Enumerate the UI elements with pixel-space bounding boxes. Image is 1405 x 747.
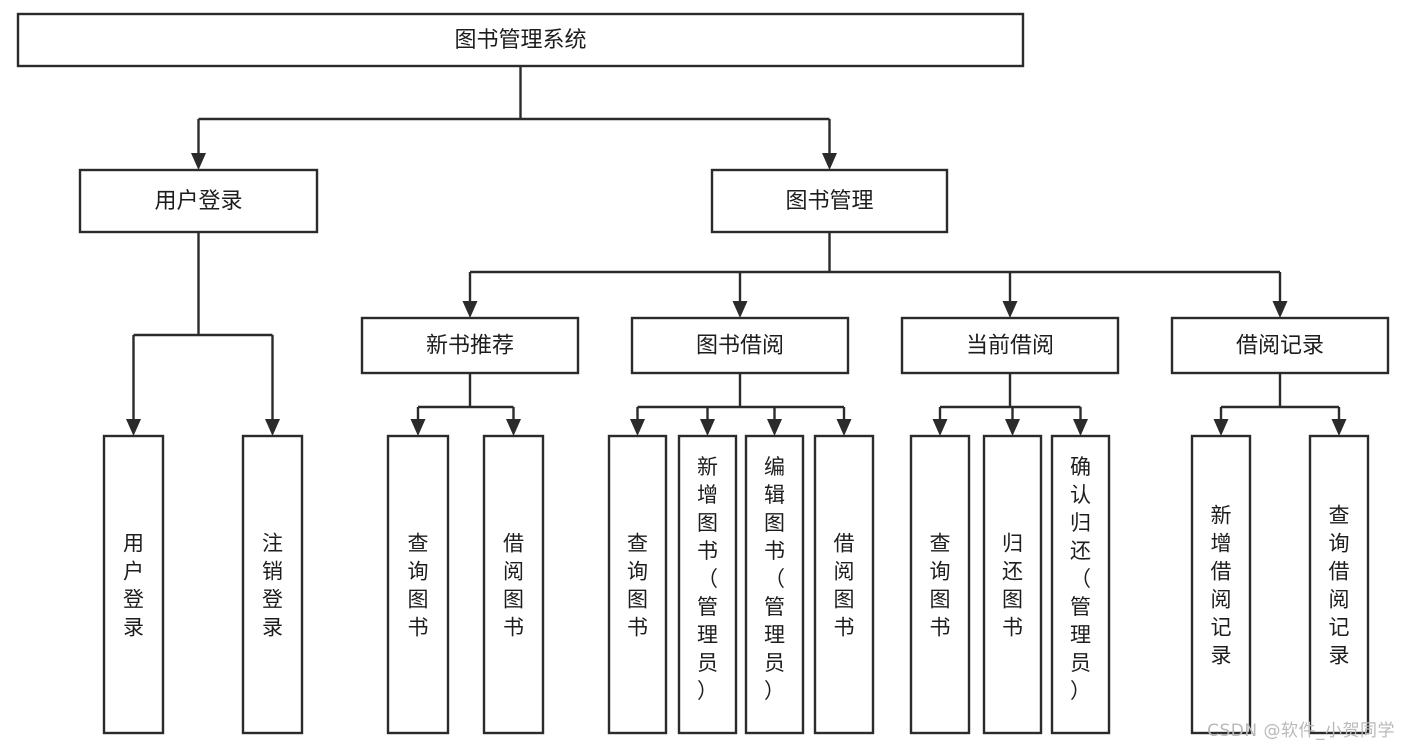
- node-layer: 图书管理系统用户登录图书管理新书推荐图书借阅当前借阅借阅记录用户登录注销登录查询…: [16, 12, 1390, 735]
- node-label-leaf-edit-book: 编辑图书（管理员）: [764, 455, 785, 703]
- node-label-leaf-user-login: 用户登录: [123, 531, 144, 639]
- node-label-leaf-return-book: 归还图书: [1002, 531, 1023, 639]
- node-label-leaf-query-record: 查询借阅记录: [1329, 503, 1350, 667]
- node-label-user-login: 用户登录: [154, 189, 242, 214]
- node-box-leaf-query-book-2: [607, 434, 668, 735]
- node-label-leaf-query-book-3: 查询图书: [930, 531, 951, 639]
- node-leaf-borrow-book-1[interactable]: 借阅图书: [482, 434, 545, 735]
- arrow-head-icon: [700, 419, 715, 436]
- node-label-leaf-query-book-1: 查询图书: [408, 531, 429, 639]
- node-borrow-record[interactable]: 借阅记录: [1170, 316, 1390, 375]
- node-box-leaf-query-record: [1308, 434, 1370, 735]
- edge-layer: [126, 66, 1347, 436]
- node-leaf-add-record[interactable]: 新增借阅记录: [1190, 434, 1252, 735]
- arrow-head-icon: [836, 419, 852, 436]
- connector-new-book-rec: [410, 373, 521, 436]
- node-box-current-borrow: [900, 316, 1120, 375]
- arrow-head-icon: [1272, 301, 1288, 318]
- node-box-leaf-logout: [241, 434, 304, 735]
- node-box-leaf-borrow-book-1: [482, 434, 545, 735]
- node-label-borrow-record: 借阅记录: [1236, 334, 1324, 359]
- node-box-leaf-borrow-book-2: [813, 434, 875, 735]
- node-label-leaf-query-book-2: 查询图书: [627, 531, 648, 639]
- node-label-leaf-borrow-book-1: 借阅图书: [503, 531, 524, 639]
- arrow-head-icon: [822, 153, 837, 170]
- node-leaf-edit-book[interactable]: 编辑图书（管理员）: [744, 434, 805, 735]
- node-box-leaf-query-book-1: [386, 434, 450, 735]
- node-box-leaf-edit-book: [744, 434, 805, 735]
- node-book-manage[interactable]: 图书管理: [710, 168, 949, 234]
- node-box-leaf-add-book: [677, 434, 738, 735]
- arrow-head-icon: [630, 419, 645, 436]
- node-current-borrow[interactable]: 当前借阅: [900, 316, 1120, 375]
- node-label-leaf-logout: 注销登录: [262, 531, 283, 639]
- arrow-head-icon: [732, 301, 748, 318]
- arrow-head-icon: [126, 419, 141, 436]
- node-label-book-borrow: 图书借阅: [696, 334, 784, 359]
- node-label-root: 图书管理系统: [454, 28, 586, 53]
- node-label-leaf-borrow-book-2: 借阅图书: [834, 531, 855, 639]
- node-label-leaf-confirm-return: 确认归还（管理员）: [1070, 455, 1091, 703]
- node-label-leaf-add-record: 新增借阅记录: [1211, 503, 1232, 667]
- node-box-leaf-add-record: [1190, 434, 1252, 735]
- arrow-head-icon: [506, 419, 521, 436]
- arrow-head-icon: [1331, 419, 1347, 436]
- node-box-leaf-query-book-3: [909, 434, 971, 735]
- node-box-book-borrow: [630, 316, 850, 375]
- arrow-head-icon: [1213, 419, 1229, 436]
- arrow-head-icon: [1005, 419, 1020, 436]
- connector-root: [191, 66, 837, 170]
- node-leaf-query-book-3[interactable]: 查询图书: [909, 434, 971, 735]
- node-leaf-logout[interactable]: 注销登录: [241, 434, 304, 735]
- arrow-head-icon: [462, 301, 478, 318]
- node-label-new-book-rec: 新书推荐: [426, 334, 514, 359]
- connector-book-borrow: [630, 373, 852, 436]
- node-book-borrow[interactable]: 图书借阅: [630, 316, 850, 375]
- arrow-head-icon: [410, 419, 426, 436]
- node-box-leaf-user-login: [102, 434, 165, 735]
- node-box-leaf-confirm-return: [1050, 434, 1111, 735]
- node-leaf-add-book[interactable]: 新增图书（管理员）: [677, 434, 738, 735]
- node-box-new-book-rec: [360, 316, 580, 375]
- node-user-login[interactable]: 用户登录: [78, 168, 319, 234]
- node-leaf-return-book[interactable]: 归还图书: [982, 434, 1043, 735]
- node-leaf-confirm-return[interactable]: 确认归还（管理员）: [1050, 434, 1111, 735]
- arrow-head-icon: [191, 153, 206, 170]
- node-root[interactable]: 图书管理系统: [16, 12, 1025, 68]
- node-leaf-user-login[interactable]: 用户登录: [102, 434, 165, 735]
- node-leaf-query-record[interactable]: 查询借阅记录: [1308, 434, 1370, 735]
- node-leaf-borrow-book-2[interactable]: 借阅图书: [813, 434, 875, 735]
- arrow-head-icon: [265, 419, 280, 436]
- connector-borrow-record: [1213, 373, 1347, 436]
- arrow-head-icon: [932, 419, 948, 436]
- connector-book-manage: [462, 232, 1288, 318]
- connector-user-login: [126, 232, 280, 436]
- arrow-head-icon: [1002, 301, 1018, 318]
- node-new-book-rec[interactable]: 新书推荐: [360, 316, 580, 375]
- node-box-leaf-return-book: [982, 434, 1043, 735]
- node-box-root: [16, 12, 1025, 68]
- node-box-book-manage: [710, 168, 949, 234]
- node-label-leaf-add-book: 新增图书（管理员）: [697, 455, 718, 703]
- arrow-head-icon: [1073, 419, 1088, 436]
- arrow-head-icon: [767, 419, 782, 436]
- connector-current-borrow: [932, 373, 1088, 436]
- node-label-current-borrow: 当前借阅: [966, 334, 1054, 359]
- node-leaf-query-book-1[interactable]: 查询图书: [386, 434, 450, 735]
- node-box-borrow-record: [1170, 316, 1390, 375]
- node-leaf-query-book-2[interactable]: 查询图书: [607, 434, 668, 735]
- node-box-user-login: [78, 168, 319, 234]
- node-label-book-manage: 图书管理: [785, 189, 873, 214]
